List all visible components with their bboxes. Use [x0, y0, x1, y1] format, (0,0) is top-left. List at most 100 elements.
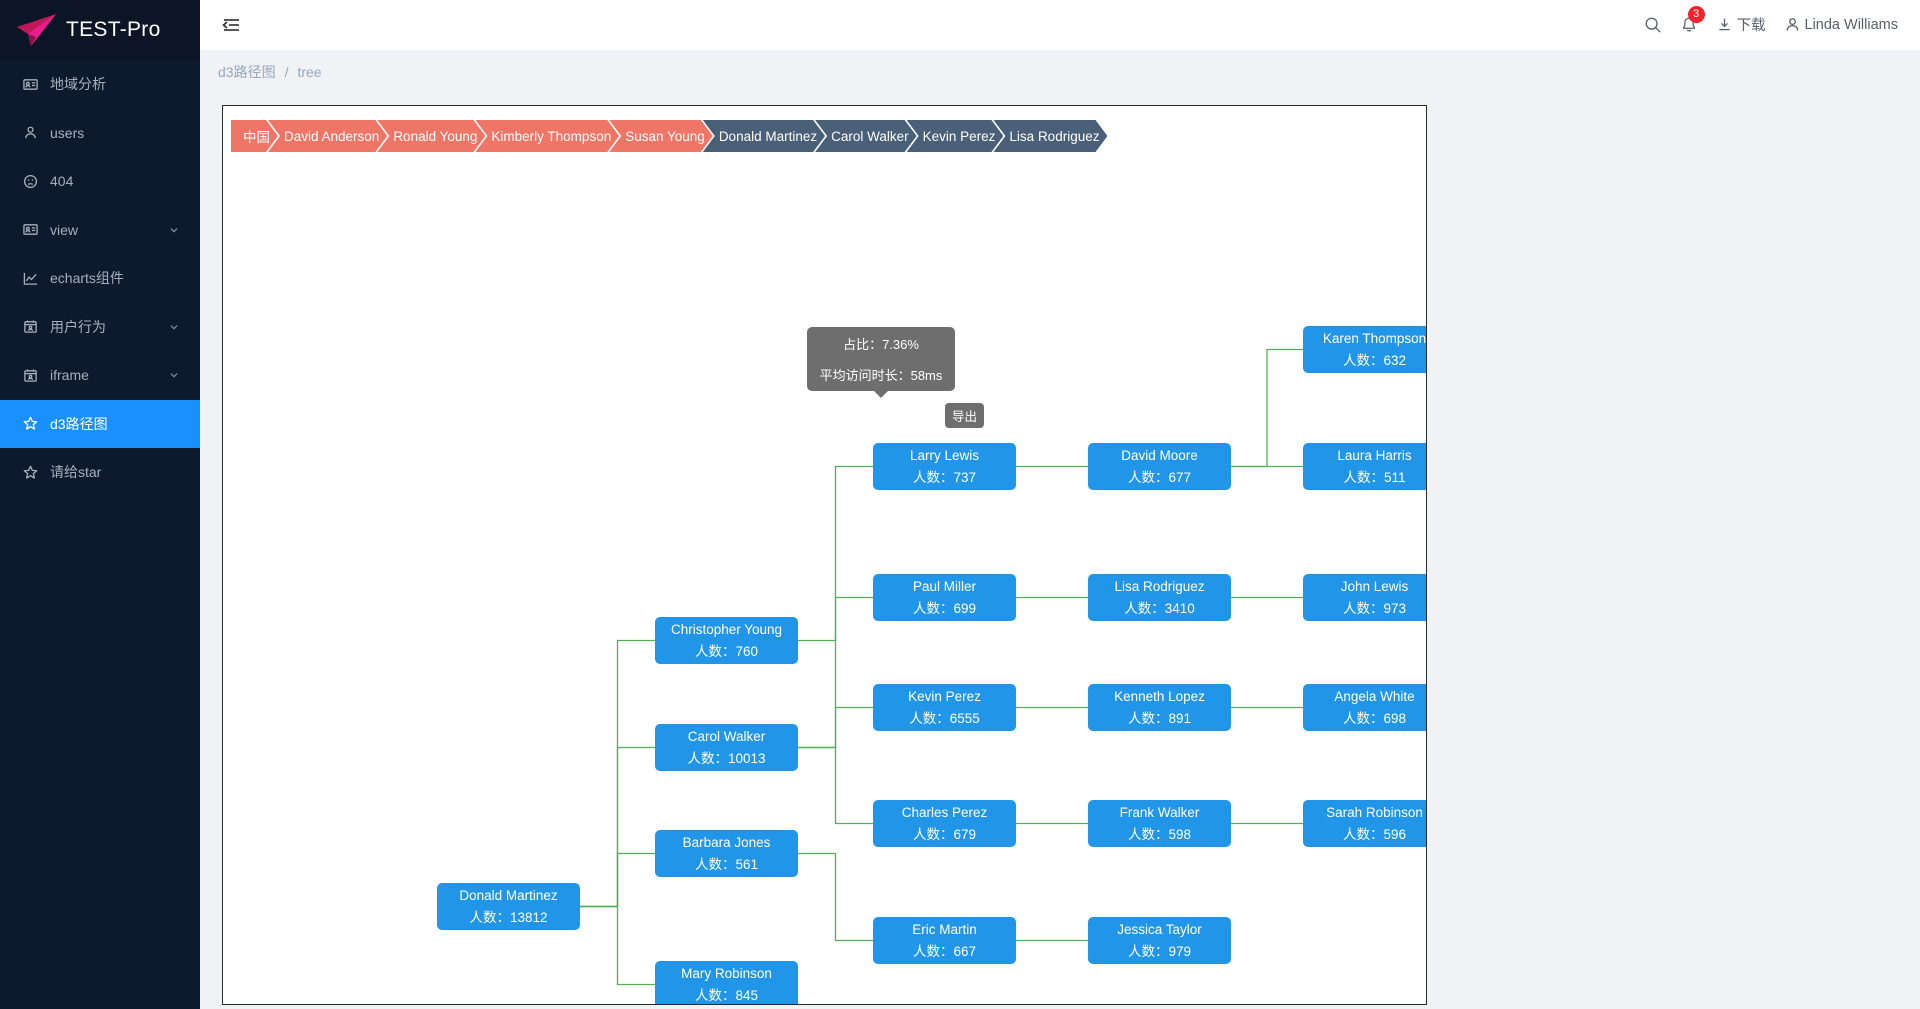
brand[interactable]: TEST-Pro: [0, 0, 200, 60]
tree-node-name: Paul Miller: [912, 579, 977, 594]
path-step-3[interactable]: Kimberly Thompson: [475, 120, 619, 152]
sidebar-item-6[interactable]: iframe: [0, 351, 200, 400]
calendar-user-icon: [22, 367, 38, 383]
value-number: 10013: [727, 751, 766, 766]
tree-node-name: David Moore: [1121, 448, 1198, 463]
sidebar-item-label: d3路径图: [50, 415, 108, 432]
export-button[interactable]: 导出: [945, 403, 985, 428]
sidebar-item-3[interactable]: view: [0, 206, 200, 255]
tree-node-value: 人数：679: [913, 825, 976, 844]
path-step-7[interactable]: Kevin Perez: [907, 120, 1004, 152]
tree-node-4[interactable]: Mary Robinson 人数：845: [655, 961, 798, 1004]
value-number: 13812: [509, 910, 548, 925]
user-profile[interactable]: Linda Williams: [1784, 16, 1898, 34]
notification-bell-icon[interactable]: 3: [1680, 5, 1705, 34]
value-prefix: 人数：: [1124, 601, 1165, 616]
line-chart-icon: [22, 270, 38, 286]
tree-node-3[interactable]: Barbara Jones 人数：561: [655, 830, 798, 877]
tree-node-1[interactable]: Christopher Young 人数：760: [655, 617, 798, 664]
value-number: 596: [1383, 827, 1407, 842]
tree-node-14[interactable]: Jessica Taylor 人数：979: [1088, 917, 1231, 964]
tree-node-value: 人数：6555: [909, 709, 980, 728]
download-button[interactable]: 下载: [1716, 14, 1766, 35]
tree-node-value: 人数：737: [913, 468, 976, 487]
tree-node-value: 人数：979: [1128, 942, 1191, 961]
sidebar-item-7[interactable]: d3路径图: [0, 399, 200, 448]
tree-node-value: 人数：632: [1343, 351, 1406, 370]
tree-node-name: Kenneth Lopez: [1114, 689, 1205, 704]
sidebar-item-label: iframe: [50, 367, 89, 384]
tree-node-15[interactable]: Karen Thompson 人数：632: [1303, 326, 1427, 373]
menu-fold-icon[interactable]: [220, 14, 242, 36]
sidebar-item-2[interactable]: 404: [0, 157, 200, 206]
value-number: 632: [1383, 353, 1407, 368]
tree-node-value: 人数：973: [1343, 599, 1406, 618]
top-header: 3 下载 Linda Williams: [200, 0, 1920, 50]
download-icon: [1716, 16, 1733, 34]
sidebar-item-4[interactable]: echarts组件: [0, 254, 200, 303]
tree-node-name: Sarah Robinson: [1326, 805, 1423, 820]
tree-node-value: 人数：760: [695, 642, 758, 661]
tree-node-name: Jessica Taylor: [1117, 922, 1202, 937]
value-prefix: 人数：: [1342, 601, 1384, 616]
sidebar-item-1[interactable]: users: [0, 109, 200, 158]
value-number: 561: [735, 857, 759, 872]
path-step-4[interactable]: Susan Young: [609, 120, 713, 152]
search-icon[interactable]: [1644, 16, 1662, 34]
tree-node-17[interactable]: John Lewis 人数：973: [1303, 574, 1426, 621]
tree-links: [580, 348, 1303, 986]
tree-node-value: 人数：699: [913, 599, 976, 618]
breadcrumb-item-0[interactable]: d3路径图: [218, 63, 276, 80]
value-prefix: 人数：: [694, 988, 736, 1003]
tree-link-7: [798, 746, 873, 825]
value-prefix: 人数：: [694, 644, 736, 659]
value-number: 511: [1383, 470, 1406, 485]
sidebar-item-0[interactable]: 地域分析: [0, 60, 200, 109]
tree-node-name: Christopher Young: [670, 622, 783, 637]
download-label: 下载: [1736, 18, 1766, 34]
tree-node-name: John Lewis: [1340, 579, 1409, 594]
value-prefix: 人数：: [1127, 470, 1169, 485]
tree-node-name: Karen Thompson: [1322, 331, 1427, 346]
tree-node-name: Mary Robinson: [681, 966, 772, 981]
tree-node-value: 人数：13812: [469, 908, 547, 927]
tree-node-8[interactable]: Charles Perez 人数：679: [873, 800, 1016, 847]
tree-node-6[interactable]: Paul Miller 人数：699: [873, 574, 1016, 621]
value-prefix: 人数：: [909, 711, 950, 726]
path-step-1[interactable]: David Anderson: [268, 120, 387, 152]
tree-node-value: 人数：3410: [1124, 599, 1195, 618]
tree-node-value: 人数：891: [1128, 709, 1191, 728]
tree-node-value: 人数：667: [913, 942, 976, 961]
tree-node-name: Barbara Jones: [682, 835, 771, 850]
sidebar-item-label: 用户行为: [50, 318, 106, 335]
path-step-2[interactable]: Ronald Young: [377, 120, 485, 152]
value-number: 845: [735, 988, 759, 1003]
tree-node-name: Charles Perez: [901, 805, 988, 820]
breadcrumb: d3路径图/tree: [200, 50, 1920, 93]
tree-node-12[interactable]: Kenneth Lopez 人数：891: [1088, 684, 1231, 731]
value-number: 667: [953, 944, 977, 959]
tree-node-value: 人数：10013: [687, 749, 765, 768]
sidebar-item-label: 地域分析: [50, 76, 106, 93]
tree-node-name: Laura Harris: [1337, 448, 1412, 463]
path-step-8[interactable]: Lisa Rodriguez: [993, 120, 1107, 152]
user-name: Linda Williams: [1804, 16, 1898, 33]
path-step-5[interactable]: Donald Martinez: [703, 120, 825, 152]
path-step-6[interactable]: Carol Walker: [815, 120, 917, 152]
sidebar-item-8[interactable]: 请给star: [0, 448, 200, 497]
sidebar-item-5[interactable]: 用户行为: [0, 303, 200, 352]
value-prefix: 人数：: [694, 857, 736, 872]
sidebar-item-label: echarts组件: [50, 270, 124, 287]
value-number: 699: [953, 601, 977, 616]
